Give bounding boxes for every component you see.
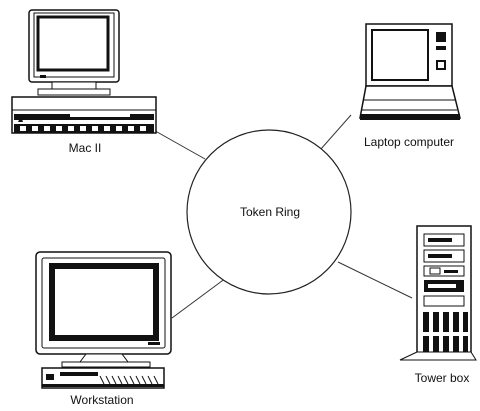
token-ring-circle [186, 129, 352, 295]
tower-box-computer-icon [399, 225, 477, 361]
token-ring-label: Token Ring [240, 205, 300, 219]
mac-ii-computer-icon [11, 9, 157, 134]
link-tower-box [337, 261, 413, 299]
mac-ii-label: Mac II [69, 141, 102, 155]
link-mac-ii [149, 127, 206, 160]
workstation-label: Workstation [70, 393, 133, 407]
tower-box-label: Tower box [415, 371, 470, 385]
workstation-computer-icon [35, 251, 172, 389]
laptop-computer-label: Laptop computer [364, 135, 454, 149]
link-workstation [171, 274, 231, 319]
laptop-computer-icon [359, 23, 461, 120]
